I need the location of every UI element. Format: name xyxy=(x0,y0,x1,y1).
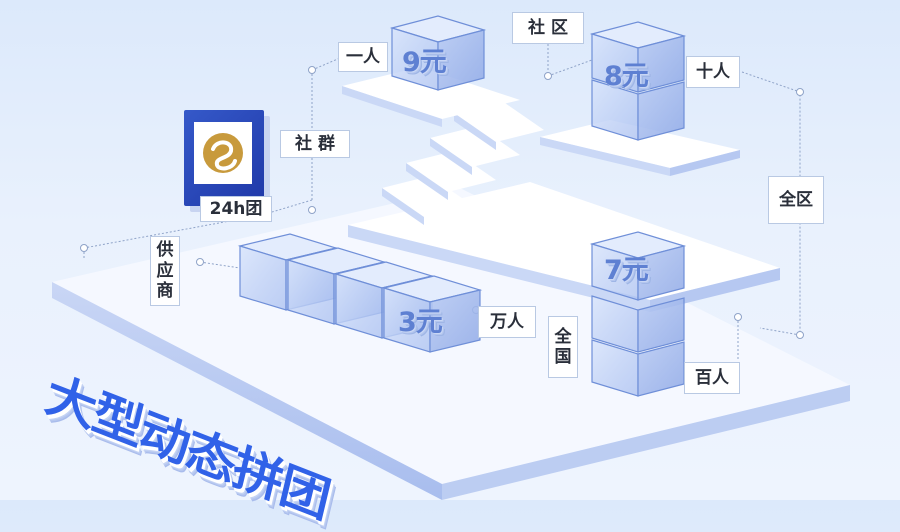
cube-single-one xyxy=(389,15,487,91)
isometric-scene xyxy=(52,15,850,500)
label-supplier-char: 应 xyxy=(156,260,174,281)
label-community-group: 社 群 xyxy=(280,130,350,158)
label-nationwide: 全 国 xyxy=(548,316,578,378)
label-nationwide-char: 国 xyxy=(554,347,572,367)
label-one-person: 一人 xyxy=(338,42,388,72)
price-eight: 8元 xyxy=(604,61,649,92)
price-nine: 9元 xyxy=(402,47,447,78)
price-three: 3元 xyxy=(398,307,443,338)
logo-caption: 24h团 xyxy=(200,196,272,222)
upper-right-platform xyxy=(540,120,740,176)
logo-frame xyxy=(184,110,264,206)
label-nationwide-char: 全 xyxy=(554,326,572,347)
cube-stack-hundred xyxy=(589,231,687,397)
label-supplier: 供 应 商 xyxy=(150,236,180,306)
label-supplier-char: 商 xyxy=(156,281,174,302)
staircase xyxy=(382,101,544,225)
label-community: 社 区 xyxy=(512,12,584,44)
golden-swirl-icon xyxy=(194,122,252,184)
price-seven: 7元 xyxy=(604,255,649,286)
label-hundred-people: 百人 xyxy=(684,362,740,394)
label-whole-area: 全区 xyxy=(768,176,824,224)
label-ten-thousand: 万人 xyxy=(478,306,536,338)
cube-row-ten-thousand xyxy=(237,233,483,353)
label-supplier-char: 供 xyxy=(156,240,174,261)
label-ten-people: 十人 xyxy=(686,56,740,88)
upper-left-platform xyxy=(342,67,520,127)
cube-stack-ten xyxy=(589,21,687,141)
